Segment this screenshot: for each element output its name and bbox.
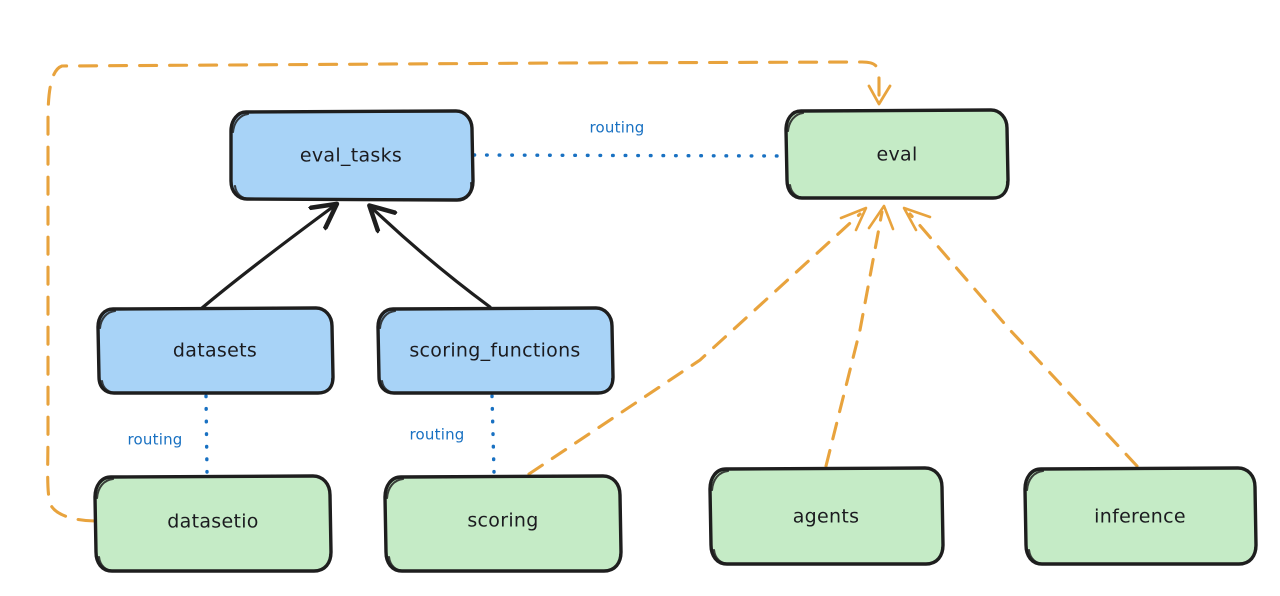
node-label-inference: inference bbox=[1094, 506, 1186, 528]
edge-datasets-to-datasetio bbox=[204, 394, 209, 474]
node-label-datasetio: datasetio bbox=[167, 511, 258, 533]
node-eval[interactable]: eval bbox=[784, 108, 1010, 200]
edge-datasets-to-eval_tasks bbox=[200, 206, 334, 310]
node-datasets[interactable]: datasets bbox=[96, 306, 335, 395]
node-shape bbox=[784, 108, 1010, 200]
node-datasetio[interactable]: datasetio bbox=[93, 474, 333, 573]
node-scoring[interactable]: scoring bbox=[383, 474, 623, 573]
sketch-overstroke bbox=[786, 111, 1009, 200]
node-label-scoring: scoring bbox=[467, 510, 538, 532]
sketch-overstroke bbox=[378, 309, 614, 395]
node-scoring_functions[interactable]: scoring_functions bbox=[376, 306, 615, 395]
edge-label-routing-datasets-datasetio: routing bbox=[128, 431, 183, 449]
sketch-overstroke bbox=[710, 469, 944, 566]
dependency-edges-layer bbox=[46, 60, 1139, 523]
node-shape bbox=[383, 474, 623, 573]
node-shape bbox=[376, 306, 615, 395]
edge-label-routing-scoring_functions-scoring: routing bbox=[410, 426, 465, 444]
node-label-eval_tasks: eval_tasks bbox=[300, 145, 402, 167]
node-agents[interactable]: agents bbox=[708, 466, 945, 566]
node-shape bbox=[1023, 466, 1258, 566]
sketch-overstroke bbox=[1025, 469, 1257, 566]
edge-scoring_functions-to-eval_tasks bbox=[372, 208, 492, 309]
edge-eval_tasks-to-eval bbox=[472, 153, 788, 158]
node-shape bbox=[93, 474, 333, 573]
routing-edges-layer bbox=[204, 153, 788, 474]
node-label-eval: eval bbox=[876, 144, 917, 166]
edge-datasetio-to-eval bbox=[46, 60, 892, 523]
node-label-scoring_functions: scoring_functions bbox=[409, 340, 580, 362]
node-shape bbox=[96, 306, 335, 395]
edge-labels-layer: routing routing routing bbox=[128, 119, 645, 449]
sketch-overstroke bbox=[385, 477, 622, 573]
node-eval_tasks[interactable]: eval_tasks bbox=[229, 109, 475, 202]
node-shape bbox=[708, 466, 945, 566]
node-label-datasets: datasets bbox=[173, 340, 257, 362]
solid-edges-layer bbox=[200, 206, 492, 310]
sketch-overstroke bbox=[231, 112, 473, 201]
sketch-overstroke bbox=[95, 477, 332, 573]
node-inference[interactable]: inference bbox=[1023, 466, 1258, 566]
node-label-agents: agents bbox=[793, 506, 860, 528]
edge-scoring_functions-to-scoring bbox=[490, 394, 496, 474]
edge-inference-to-eval bbox=[902, 206, 1139, 468]
edge-agents-to-eval bbox=[824, 204, 895, 468]
node-shape bbox=[229, 109, 475, 202]
sketch-overstroke bbox=[98, 309, 334, 395]
edge-scoring-to-eval bbox=[527, 206, 868, 476]
edge-label-routing-eval_tasks-eval: routing bbox=[590, 119, 645, 137]
